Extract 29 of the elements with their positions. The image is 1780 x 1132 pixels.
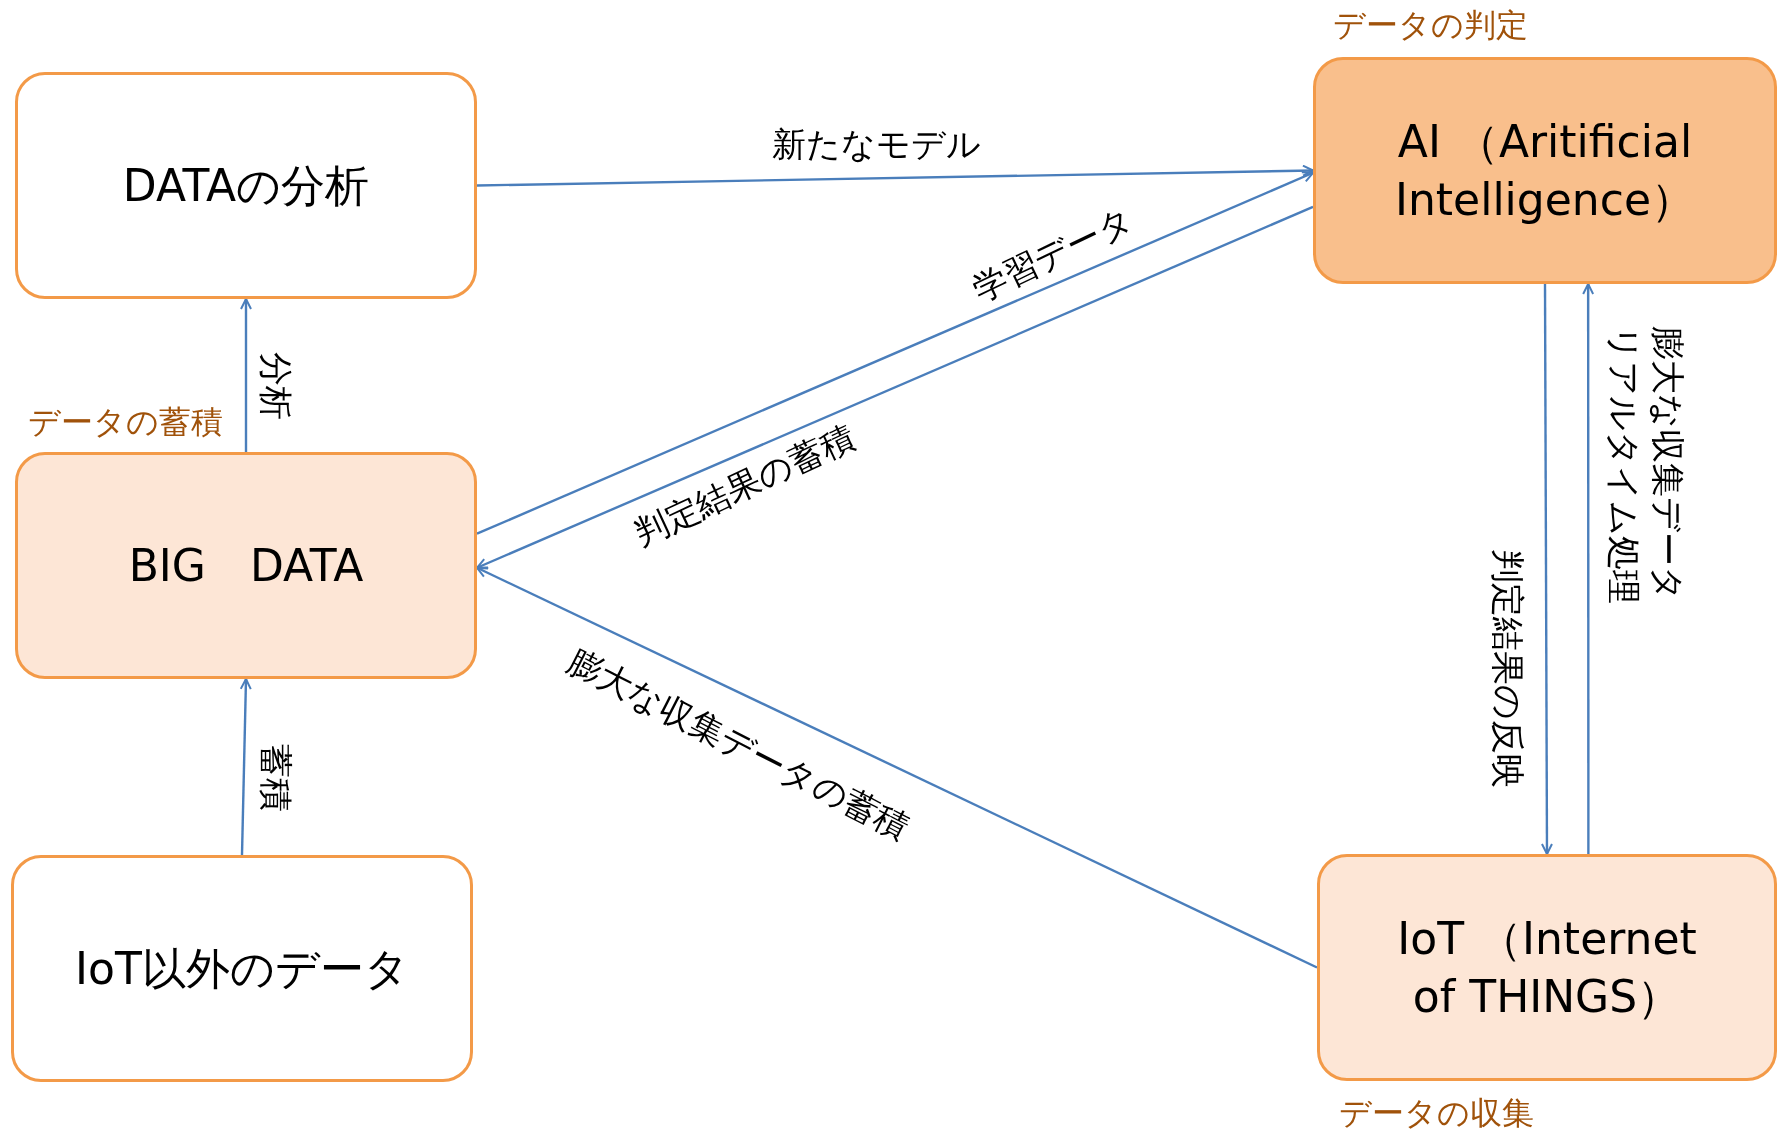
edge-label: 膨大な収集データリアルタイム処理 [1603, 326, 1690, 606]
edge-label: 判定結果の蓄積 [626, 415, 862, 556]
edge-label: 学習データ [965, 198, 1140, 312]
process-box [1317, 854, 1777, 1081]
arrow [240, 298, 252, 452]
arrow [476, 171, 1314, 535]
box-label: IoT以外のデータ [74, 941, 410, 996]
box-label: IoT （Internet of THINGS） [1396, 912, 1698, 1024]
arrow [476, 566, 1318, 969]
stage-label: データの収集 [1338, 1093, 1534, 1132]
stage-label: データの判定 [1332, 5, 1528, 46]
box-label: AI （Aritificial Intelligence） [1394, 115, 1696, 227]
process-box [1313, 57, 1777, 284]
process-box [15, 452, 477, 679]
arrow [476, 205, 1314, 570]
arrow [476, 164, 1314, 187]
edge-label: 分析 [255, 352, 298, 420]
arrow [1540, 284, 1553, 855]
edge-label: 蓄積 [255, 744, 298, 812]
arrow [239, 678, 252, 856]
box-label: BIG DATA [127, 538, 365, 593]
process-box [15, 72, 477, 299]
edge-label: 判定結果の反映 [1487, 548, 1530, 788]
edge-label: 新たなモデル [771, 123, 981, 166]
edge-label: 膨大な収集データの蓄積 [559, 639, 917, 850]
stage-label: データの蓄積 [27, 402, 223, 443]
box-label: DATAの分析 [121, 158, 371, 213]
arrow [1582, 283, 1595, 854]
process-box [11, 855, 473, 1082]
